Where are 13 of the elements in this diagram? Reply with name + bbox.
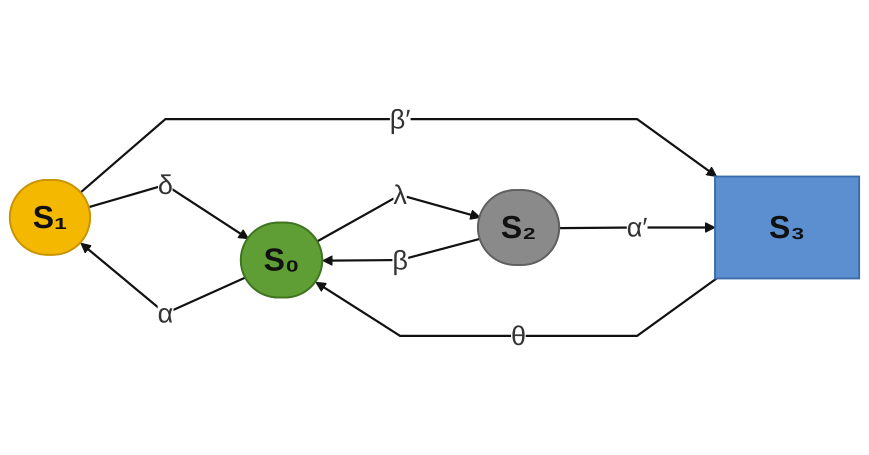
arrow	[316, 194, 481, 242]
edge-label: β	[392, 244, 408, 276]
arrow	[315, 278, 718, 337]
edge-label: λ	[393, 180, 407, 210]
arrow	[80, 118, 718, 194]
arrow	[88, 184, 249, 240]
arrow	[322, 238, 480, 266]
edge-label: α	[158, 298, 174, 329]
node-box: S₃	[714, 176, 860, 280]
edge-label: β′	[390, 104, 410, 134]
edge-label: α′	[626, 212, 648, 243]
edge-label: θ	[511, 320, 526, 352]
edge-label: δ	[158, 169, 173, 200]
